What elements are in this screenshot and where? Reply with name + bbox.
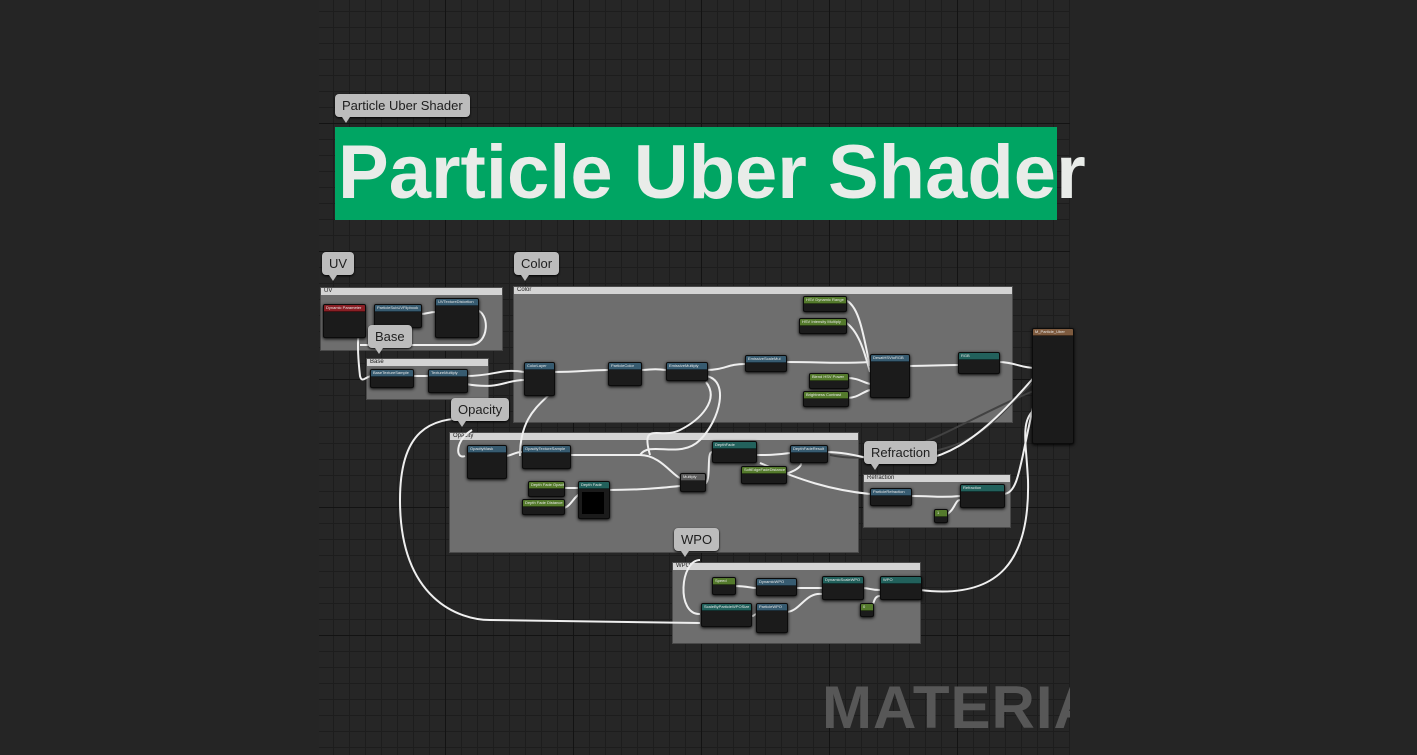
node-uv-texture-distortion[interactable]: UVTextureDistortion <box>435 298 479 338</box>
node-title: ParticleRefraction <box>871 489 911 496</box>
node-base-texture-sample[interactable]: BaseTextureSample <box>370 369 414 388</box>
node-flipbook-uv[interactable]: ParticleSubUVFlipbook <box>374 304 422 328</box>
comment-bubble-uv[interactable]: UV <box>322 252 355 281</box>
comment-header-wpo: WPO <box>673 563 920 570</box>
title-comment-bubble[interactable]: Particle Uber Shader <box>335 94 470 123</box>
node-title: ParticleSubUVFlipbook <box>375 305 421 312</box>
node-title: Dynamic Parameter <box>324 305 365 312</box>
node-texture-multiply[interactable]: TextureMultiply <box>428 369 468 393</box>
node-opacity-multiply[interactable]: Multiply <box>680 473 706 492</box>
node-title: WPO <box>881 577 921 584</box>
node-title: ParticleColor <box>609 363 641 370</box>
node-title: OpacityMask <box>468 446 506 453</box>
node-dynamic-scale-wpo[interactable]: DynamicScaleWPO <box>822 576 864 600</box>
node-title: RGB <box>959 353 999 360</box>
comment-header-refraction: Refraction <box>864 475 1010 482</box>
comment-header-uv: UV <box>321 288 502 295</box>
node-title: EmissiveScaleMul <box>746 356 786 363</box>
node-wpo-constant[interactable]: 0 <box>860 603 874 617</box>
node-depth-fade-distance[interactable]: Depth Fade Distance <box>522 499 565 515</box>
node-particle-refraction[interactable]: ParticleRefraction <box>870 488 912 506</box>
node-title: 1 <box>935 510 947 517</box>
node-scale-by-particle-size[interactable]: ScaleByParticleWPOSize <box>701 603 752 627</box>
node-title: BaseTextureSample <box>371 370 413 377</box>
node-title: DepthFadeResult <box>791 446 827 453</box>
node-emissive-scale-mul[interactable]: EmissiveScaleMul <box>745 355 787 372</box>
node-title: HSV Dynamic Range <box>804 297 846 304</box>
comment-header-color: Color <box>514 287 1012 294</box>
comment-header-base: Base <box>367 359 488 366</box>
comment-header-opacity: Opacity <box>450 433 858 440</box>
node-wpo-output[interactable]: WPO <box>880 576 922 600</box>
node-title: Depth Fade <box>579 482 609 489</box>
node-desat-hsv[interactable]: DesatHSVtoRGB <box>870 354 910 398</box>
node-brightness-contrast[interactable]: Brightness Contrast <box>803 391 849 407</box>
texture-preview <box>582 492 604 514</box>
node-depth-fade-preview[interactable]: Depth Fade <box>578 481 610 519</box>
node-dynamic-parameter[interactable]: Dynamic Parameter <box>323 304 366 338</box>
node-title: DesatHSVtoRGB <box>871 355 909 362</box>
comment-bubble-refraction[interactable]: Refraction <box>864 441 938 470</box>
node-depth-fade-result[interactable]: DepthFadeResult <box>790 445 828 463</box>
node-title: TextureMultiply <box>429 370 467 377</box>
node-particle-wpo[interactable]: ParticleWPO <box>756 603 788 633</box>
node-refraction-constant[interactable]: 1 <box>934 509 948 523</box>
node-material-result[interactable]: M_Particle_Uber <box>1032 328 1074 444</box>
comment-bubble-opacity[interactable]: Opacity <box>451 398 510 427</box>
node-hsv-dynamic-range[interactable]: HSV Dynamic Range <box>803 296 847 312</box>
node-title: ScaleByParticleWPOSize <box>702 604 751 611</box>
node-color-layer[interactable]: ColorLayer <box>524 362 555 396</box>
comment-box-base[interactable]: Base <box>366 358 489 400</box>
node-soft-edge-fade[interactable]: SoftEdgeFadeDistance <box>741 466 787 484</box>
material-watermark: MATERIAL <box>822 676 1070 741</box>
node-title: Brightness Contrast <box>804 392 848 399</box>
node-title: HSV Intensity Multiply <box>800 319 846 326</box>
node-title: Speed <box>713 578 735 585</box>
node-title: Depth Fade Distance <box>523 500 564 507</box>
node-title: M_Particle_Uber <box>1033 329 1073 336</box>
node-opacity-texture-sample[interactable]: OpacityTextureSample <box>522 445 571 469</box>
node-title: DepthFade <box>713 442 756 449</box>
node-title: Multiply <box>681 474 705 481</box>
comment-bubble-base[interactable]: Base <box>368 325 412 354</box>
node-speed[interactable]: Speed <box>712 577 736 595</box>
node-title: DynamicWPO <box>757 579 796 586</box>
node-title: Depth Fade Opacity <box>529 482 564 489</box>
node-hsv-intensity-multiply[interactable]: HSV Intensity Multiply <box>799 318 847 334</box>
node-title: EmissiveMultiply <box>667 363 707 370</box>
node-title: UVTextureDistortion <box>436 299 478 306</box>
node-depth-fade[interactable]: DepthFade <box>712 441 757 463</box>
node-dynamic-wpo[interactable]: DynamicWPO <box>756 578 797 596</box>
comment-bubble-color[interactable]: Color <box>514 252 560 281</box>
node-particle-color[interactable]: ParticleColor <box>608 362 642 386</box>
comment-bubble-wpo[interactable]: WPO <box>674 528 720 557</box>
node-title: Blend HSV Power <box>810 374 848 381</box>
title-banner-text: Particle Uber Shader <box>338 130 1086 215</box>
node-rgb-output[interactable]: RGB <box>958 352 1000 374</box>
node-opacity-mask[interactable]: OpacityMask <box>467 445 507 479</box>
node-title: ParticleWPO <box>757 604 787 611</box>
title-comment-banner[interactable] <box>335 127 1057 220</box>
node-title: DynamicScaleWPO <box>823 577 863 584</box>
node-title: OpacityTextureSample <box>523 446 570 453</box>
node-depth-fade-opacity[interactable]: Depth Fade Opacity <box>528 481 565 497</box>
node-title: ColorLayer <box>525 363 554 370</box>
node-title: SoftEdgeFadeDistance <box>742 467 786 474</box>
node-emissive-multiply[interactable]: EmissiveMultiply <box>666 362 708 381</box>
node-title: 0 <box>861 604 873 611</box>
node-refraction-output[interactable]: Refraction <box>960 484 1005 508</box>
node-title: Refraction <box>961 485 1004 492</box>
node-blend-hsv-power[interactable]: Blend HSV Power <box>809 373 849 389</box>
